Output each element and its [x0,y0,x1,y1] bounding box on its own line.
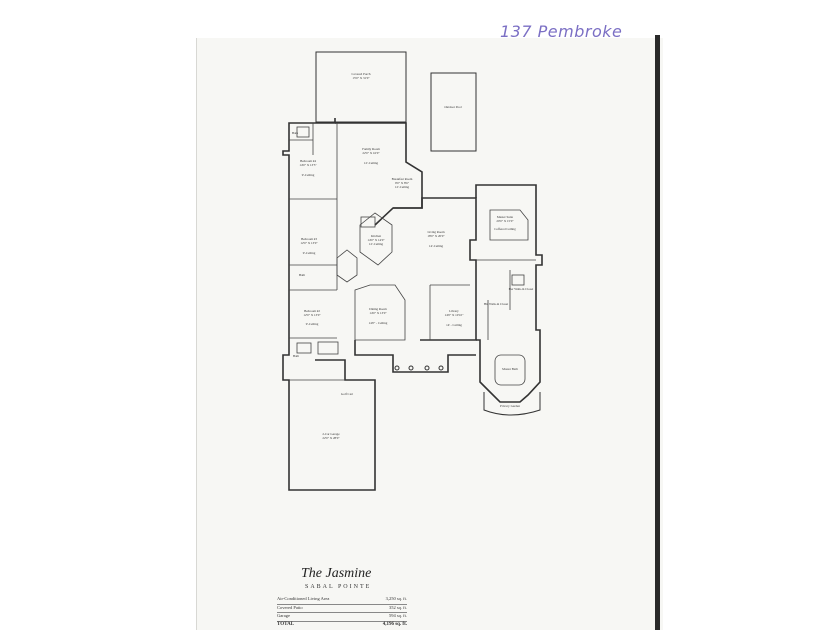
room-name-kitchen: Kitchen [371,234,381,238]
room-name-family-room: Family Room [362,147,380,151]
room-name-outdoor-pool: Outdoor Pool [444,105,461,109]
room-name-bedroom-2: Bedroom #2 [304,309,320,313]
master-wing-wall [475,184,543,403]
room-name-covered-porch: Covered Porch [351,72,370,76]
room-name-privacy-garden: Privacy Garden [500,404,520,408]
room-ceiling-kitchen: 12'-Ceiling [369,242,384,246]
scan-edge-shadow [655,35,660,630]
room-dims-living-room: 18'0" X 20'0" [427,234,445,238]
area-label: Covered Patio [277,604,303,610]
room-ceiling-master-suite: Coffered Ceiling [494,227,516,231]
family-room-wall [335,122,423,226]
covered-porch-outline [315,51,407,123]
room-ceiling-family-room: 12'-Ceiling [364,161,379,165]
room-dims-bedroom-4: 14'0" X 13'5" [299,163,317,167]
room-ceiling-library: 14' - Ceiling [446,323,462,327]
handwritten-address: 137 Pembroke [500,22,623,41]
room-dims-library: 14'0" X 10'10" [445,313,465,317]
room-ceiling-dining-room: 14'0" - Ceiling [369,321,388,325]
room-ceiling-breakfast-room: 12'-Ceiling [395,185,410,189]
area-label: Garage [277,613,290,618]
room-dims-family-room: 22'0" X 16'0" [362,151,380,155]
room-dims-bedroom-2: 12'0" X 13'0" [303,313,321,317]
room-name-bath-3: Bath [293,354,299,358]
front-entry-wall [354,340,476,373]
room-dims-covered-porch: 15'0" X 31'0" [352,76,370,80]
plan-title: The Jasmine [301,566,372,581]
room-name-golf-cart: Golf Cart [341,392,353,396]
room-name-library: Library [449,309,459,313]
exterior-walls [282,51,543,491]
room-name-bedroom-3: Bedroom #3 [301,237,317,241]
room-name-dining-room: Dining Room [369,307,387,311]
room-dims-breakfast-room: 9'0" X 8'6" [395,181,410,185]
room-name-her-closet: Her Walk-in Closet [509,287,534,291]
community-name: SABAL POINTE [305,584,372,590]
area-total-label: TOTAL [277,621,295,627]
room-ceiling-living-room: 14'-Ceiling [429,244,444,248]
room-name-master-suite: Master Suite [497,215,514,219]
room-dims-dining-room: 14'0" X 13'0" [369,311,387,315]
area-row: Covered Patio 352 sq. ft. [277,604,407,613]
room-ceiling-bedroom-3: 9'-Ceiling [303,251,316,255]
interior-walls [289,123,536,386]
room-name-bath-2: Bath [299,273,305,277]
room-name-garage: 2-Car Garage [322,432,340,436]
room-name-living-room: Living Room [427,230,445,234]
room-labels: Covered Porch 15'0" X 31'0" Outdoor Pool… [292,72,533,440]
room-dims-master-suite: 20'0" X 15'0" [496,219,514,223]
room-dims-bedroom-3: 12'0" X 13'0" [300,241,318,245]
area-table: Air-Conditioned Living Area 3,250 sq. ft… [277,596,407,629]
room-ceiling-bedroom-4: 9'-Ceiling [302,173,315,177]
living-area-wall [393,197,477,341]
scanned-page [196,38,663,630]
area-row: Air-Conditioned Living Area 3,250 sq. ft… [277,596,407,605]
room-name-bath-1: Bath [292,131,298,135]
left-wing-wall [282,118,376,491]
area-value: 352 sq. ft. [389,604,407,610]
area-row: Garage 594 sq. ft. [277,613,407,622]
room-dims-kitchen: 14'0" X 14'0" [367,238,385,242]
area-total-value: 4,196 sq. ft. [382,621,407,627]
room-name-his-closet: His Walk-in Closet [484,302,508,306]
outdoor-pool-outline [430,72,477,152]
area-label: Air-Conditioned Living Area [277,596,330,601]
room-dims-garage: 22'0" X 28'0" [322,436,340,440]
area-total-row: TOTAL 4,196 sq. ft. [277,622,407,630]
area-value: 594 sq. ft. [389,613,407,618]
room-name-breakfast-room: Breakfast Room [392,177,413,181]
area-value: 3,250 sq. ft. [385,596,407,601]
room-name-master-bath: Master Bath [502,367,518,371]
room-name-bedroom-4: Bedroom #4 [300,159,316,163]
privacy-garden-wall [483,392,541,416]
room-ceiling-bedroom-2: 9'-Ceiling [306,322,319,326]
